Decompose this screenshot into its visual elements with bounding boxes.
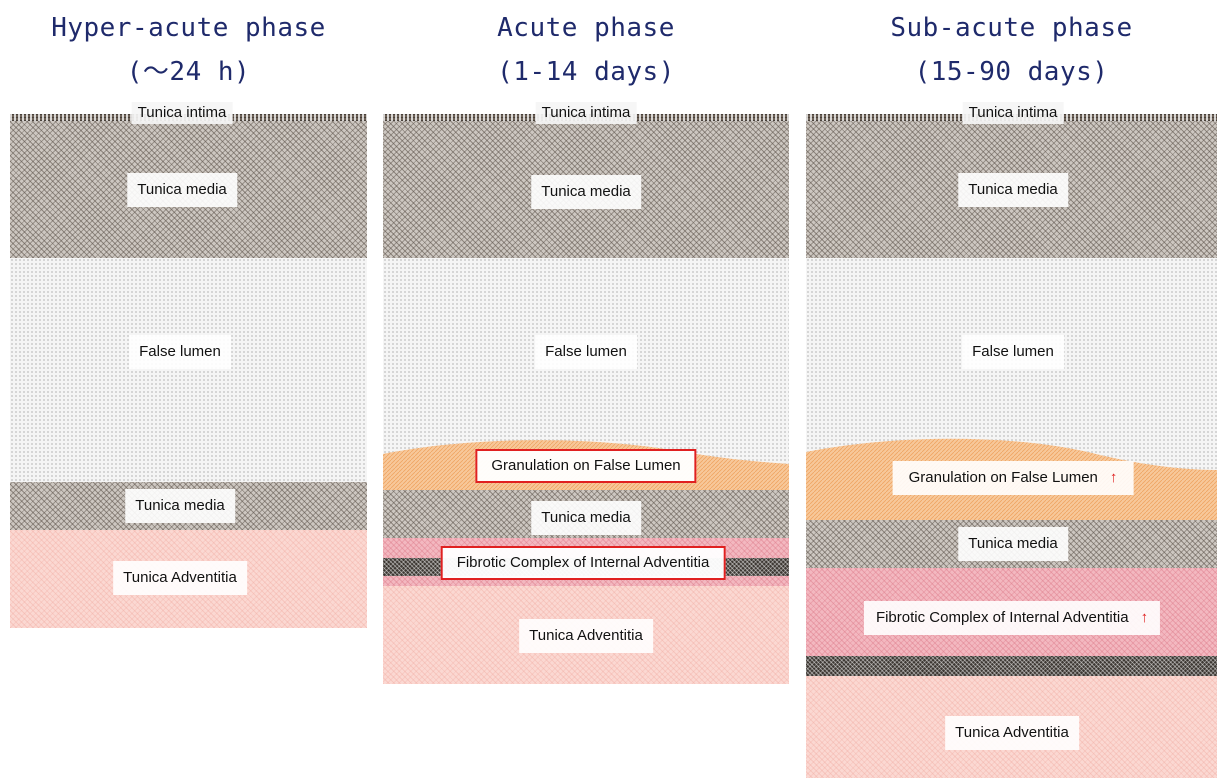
phase-title: Acute phase [497, 13, 675, 43]
layer-tunica-adventitia [10, 530, 367, 628]
label-tunica-media-top: Tunica media [958, 173, 1068, 207]
label-tunica-adventitia: Tunica Adventitia [113, 561, 247, 595]
layer-fibrotic-band [806, 656, 1217, 676]
phase-duration: (1-14 days) [497, 57, 675, 87]
label-tunica-adventitia: Tunica Adventitia [945, 716, 1079, 750]
label-tunica-media-top: Tunica media [531, 175, 641, 209]
label-tunica-intima: Tunica intima [962, 102, 1064, 124]
layer-fibrotic-complex-lower [383, 576, 789, 586]
label-fibrotic-increased: Fibrotic Complex of Internal Adventitia ↑ [863, 601, 1161, 635]
label-tunica-media-bottom: Tunica media [531, 501, 641, 535]
phase-column-subacute: Sub-acute phase (15-90 days) Tunica inti… [806, 0, 1217, 778]
increase-arrow-icon: ↑ [1109, 469, 1118, 486]
label-tunica-media-bottom: Tunica media [125, 489, 235, 523]
label-fibrotic-highlighted: Fibrotic Complex of Internal Adventitia [440, 546, 726, 580]
label-granulation-highlighted: Granulation on False Lumen [475, 449, 697, 483]
phase-column-acute: Acute phase (1-14 days) Tunica intima Tu… [383, 0, 789, 778]
phase-title: Sub-acute phase [890, 13, 1133, 43]
label-tunica-intima: Tunica intima [131, 102, 233, 124]
label-tunica-intima: Tunica intima [535, 102, 637, 124]
label-granulation-increased: Granulation on False Lumen ↑ [892, 461, 1134, 495]
phase-column-hyperacute: Hyper-acute phase (～24 h) Tunica intima … [10, 0, 367, 778]
label-false-lumen: False lumen [129, 335, 231, 369]
label-false-lumen: False lumen [962, 335, 1064, 369]
phase-title: Hyper-acute phase [51, 13, 326, 43]
layer-false-lumen [10, 258, 367, 482]
label-fibrotic-text: Fibrotic Complex of Internal Adventitia [875, 609, 1129, 626]
label-tunica-adventitia: Tunica Adventitia [519, 619, 653, 653]
phase-duration: (15-90 days) [914, 57, 1109, 87]
label-tunica-media-top: Tunica media [127, 173, 237, 207]
increase-arrow-icon: ↑ [1140, 609, 1149, 626]
label-false-lumen: False lumen [535, 335, 637, 369]
label-tunica-media-bottom: Tunica media [958, 527, 1068, 561]
layer-tunica-media-top [383, 121, 789, 258]
label-granulation-text: Granulation on False Lumen [908, 469, 1098, 486]
phase-duration: (～24 h) [126, 57, 251, 87]
